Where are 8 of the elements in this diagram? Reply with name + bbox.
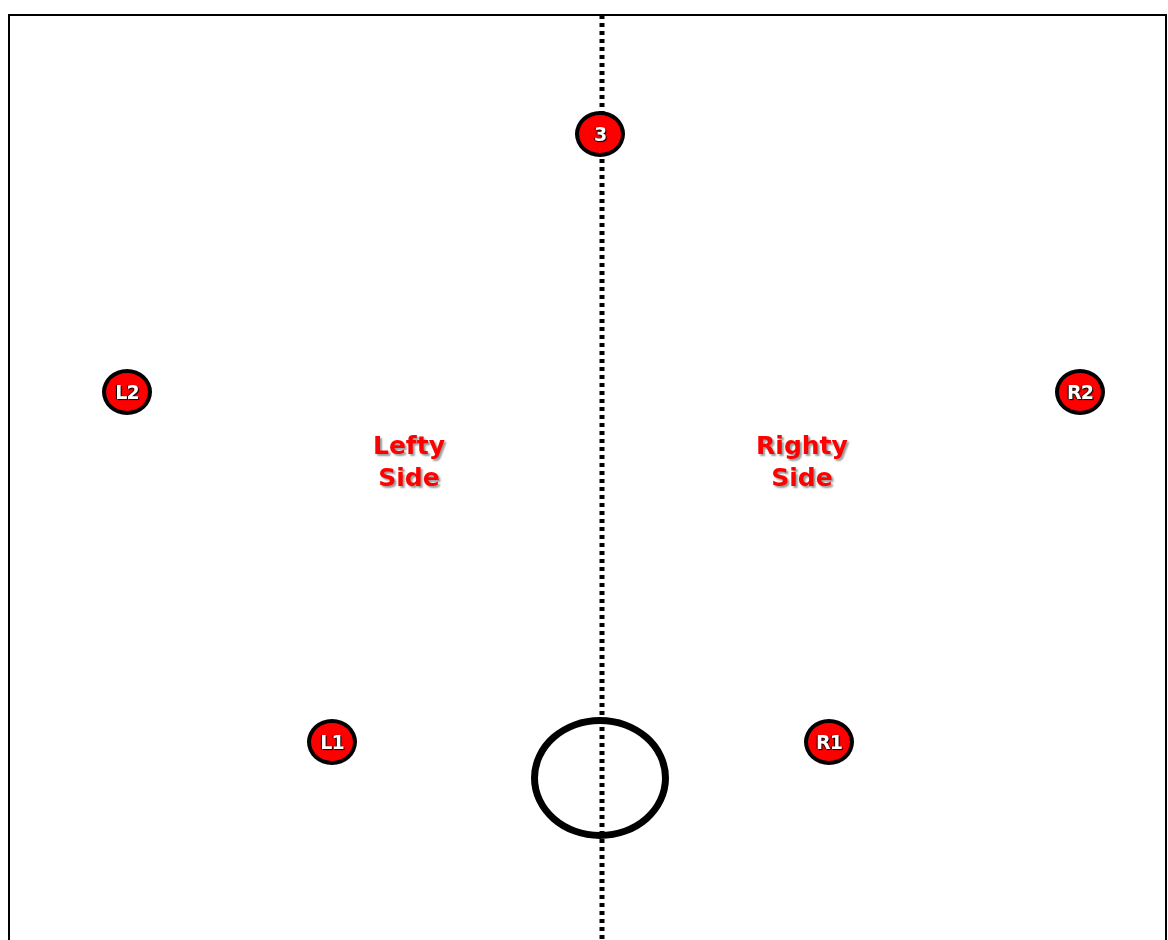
player-marker: R1 [804,719,854,765]
player-marker: L1 [307,719,357,765]
player-marker: R2 [1055,369,1105,415]
player-marker: 3 [575,111,625,157]
player-marker: L2 [102,369,152,415]
side-label: Lefty Side [372,430,446,494]
center-circle [531,717,669,839]
side-label: Righty Side [755,430,849,494]
